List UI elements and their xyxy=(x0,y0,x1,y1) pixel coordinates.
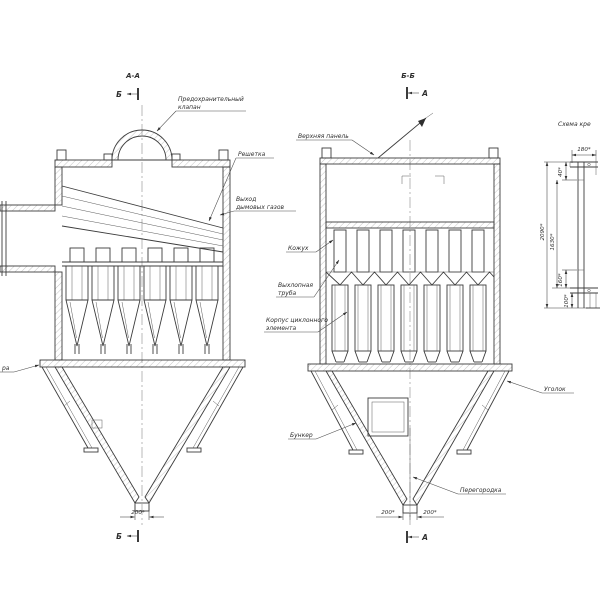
safety-valve-label-line2: клапан xyxy=(178,104,201,111)
callout-exhaust-pipe: Выхлопная труба xyxy=(276,259,340,298)
detail-dim-1630: 1630* xyxy=(550,233,556,250)
grate-label: Решетка xyxy=(238,151,266,158)
hopper-aa xyxy=(54,366,231,512)
dim-outlet-aa-value: 200* xyxy=(131,510,145,516)
detail-title: Схема кре xyxy=(558,121,591,128)
dimension-outlet-bb: 200* 200* xyxy=(376,507,444,520)
detail-dim-2090: 2090* xyxy=(540,223,546,240)
dim-outlet-bb-left: 200* xyxy=(381,510,395,516)
detail-dim-40: 40* xyxy=(558,167,564,177)
section-marker-a-bottom-label: А xyxy=(421,533,428,542)
section-marker-a-bottom: А xyxy=(406,531,428,543)
hopper-bb xyxy=(325,370,495,514)
inlet-duct xyxy=(0,201,56,276)
tube-sheet-aa xyxy=(62,261,223,267)
casing-band xyxy=(325,221,495,229)
callout-partition: Перегородка xyxy=(412,476,506,495)
section-marker-a-top-label: А xyxy=(421,89,428,98)
view-aa-title: А-А xyxy=(125,72,140,80)
safety-valve-label-line1: Предохранительный xyxy=(178,96,244,103)
open-top-panel xyxy=(377,112,434,159)
dim-outlet-bb-right: 200* xyxy=(423,510,437,516)
louver-grate xyxy=(61,185,224,253)
callout-casing: Кожух xyxy=(286,239,334,253)
section-marker-b-bottom-label: Б xyxy=(116,532,122,541)
callout-gas-outlet: Выход дымовых газов xyxy=(219,196,296,216)
section-marker-b-top-label: Б xyxy=(116,90,122,99)
exhaust-pipe-label-line2: труба xyxy=(278,290,297,297)
bunker-label: Бункер xyxy=(290,432,313,439)
detail-dim-100: 100* xyxy=(564,294,570,308)
view-bb-title: Б-Б xyxy=(401,72,415,80)
section-marker-a-top: А xyxy=(406,87,428,99)
view-section-bb: Б-Б А xyxy=(264,72,574,543)
vessel-walls-aa xyxy=(39,149,246,368)
exhaust-pipe-label-line1: Выхлопная xyxy=(278,282,313,289)
section-marker-b-bottom: Б xyxy=(116,530,139,542)
support-braces-aa xyxy=(41,366,244,453)
cyclone-elements-bb xyxy=(325,229,495,363)
callout-top-panel: Верхняя панель xyxy=(296,133,375,156)
callout-left-fragment: ра xyxy=(0,364,40,373)
view-section-aa: А-А Б xyxy=(0,72,296,542)
casing-label: Кожух xyxy=(288,245,309,252)
callout-cyclone-body: Корпус циклонного элемента xyxy=(264,311,348,333)
detail-channel-beam xyxy=(569,156,600,309)
detail-mounting-scheme: Схема кре 180* 40* xyxy=(540,121,600,309)
callout-safety-valve: Предохранительный клапан xyxy=(156,96,246,132)
gas-outlet-label-line1: Выход xyxy=(236,196,256,203)
top-panel-label: Верхняя панель xyxy=(298,133,349,140)
partition-label: Перегородка xyxy=(460,487,502,494)
detail-dim-160: 160* xyxy=(558,273,564,287)
vessel-walls-bb xyxy=(307,147,513,372)
callout-bunker: Бункер xyxy=(288,422,357,440)
support-legs-bb xyxy=(310,370,510,455)
callout-grate: Решетка xyxy=(208,151,274,222)
callout-angle-bracket: Уголок xyxy=(506,380,574,394)
detail-dim-180: 180* xyxy=(577,147,591,153)
cyclone-body-label-line1: Корпус циклонного xyxy=(266,317,328,324)
dimension-outlet-aa: 200* xyxy=(120,505,164,520)
detail-dimensions: 180* 40* 2090* 1630* 160* 100* xyxy=(540,147,597,309)
section-marker-b-top: Б xyxy=(116,88,139,100)
gas-outlet-label-line2: дымовых газов xyxy=(235,204,285,211)
cyclone-body-label-line2: элемента xyxy=(266,325,296,332)
left-fragment-label: ра xyxy=(1,365,10,372)
angle-bracket-label: Уголок xyxy=(544,386,566,393)
